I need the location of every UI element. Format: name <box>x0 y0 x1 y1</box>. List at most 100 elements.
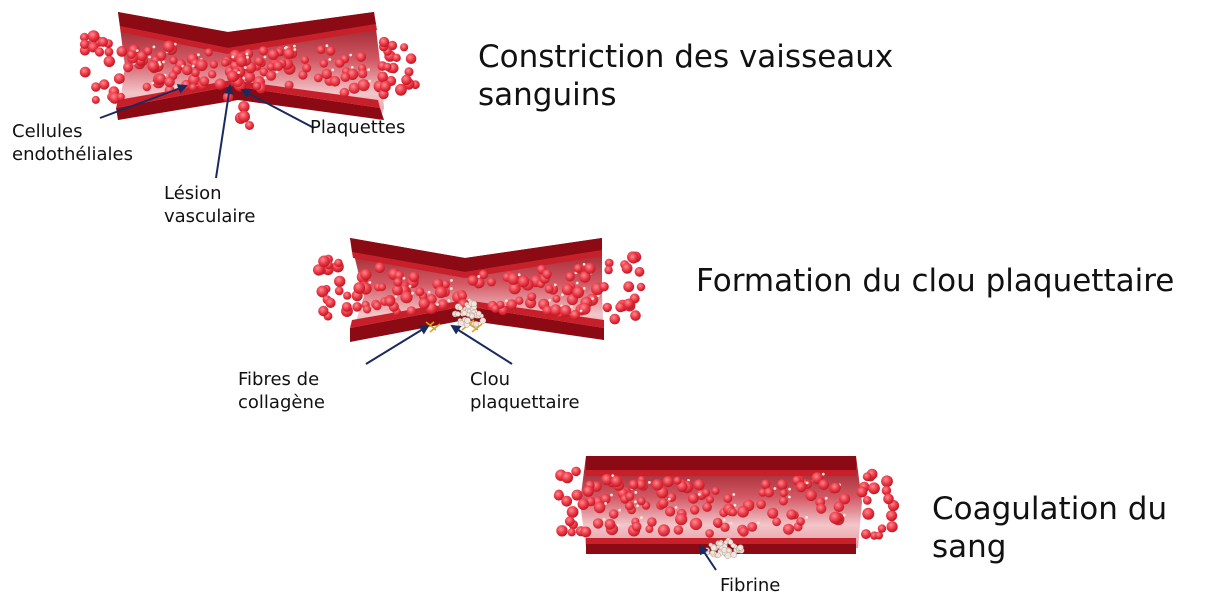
red-blood-cell-icon <box>341 72 351 82</box>
red-blood-cell-icon <box>238 111 250 123</box>
red-blood-cell-icon <box>210 60 218 68</box>
red-blood-cell-icon <box>632 522 642 532</box>
red-blood-cell-icon <box>883 494 894 505</box>
red-blood-cell-icon <box>690 505 699 514</box>
red-blood-cell-icon <box>377 72 388 83</box>
red-blood-cell-icon <box>886 510 897 521</box>
platelet-icon <box>455 312 460 317</box>
red-blood-cell-icon <box>667 493 676 502</box>
red-blood-cell-icon <box>796 517 805 526</box>
platelet-icon <box>825 497 828 500</box>
red-blood-cell-icon <box>88 30 100 42</box>
platelet-icon <box>648 481 651 484</box>
platelet-icon <box>757 522 760 525</box>
red-blood-cell-icon <box>729 508 737 516</box>
platelet-icon <box>326 44 329 47</box>
red-blood-cell-icon <box>565 272 575 282</box>
platelet-icon <box>618 509 621 512</box>
red-blood-cell-icon <box>830 483 841 494</box>
red-blood-cell-icon <box>334 259 342 267</box>
red-blood-cell-icon <box>610 314 621 325</box>
red-blood-cell-icon <box>705 529 714 538</box>
red-blood-cell-icon <box>805 490 816 501</box>
platelet-icon <box>806 482 809 485</box>
red-blood-cell-icon <box>415 287 424 296</box>
platelet-icon <box>732 493 735 496</box>
red-blood-cell-icon <box>550 304 562 316</box>
platelet-icon <box>237 71 240 74</box>
red-blood-cell-icon <box>406 53 417 64</box>
label-platelet-plug: Clou plaquettaire <box>470 368 580 414</box>
red-blood-cell-icon <box>268 49 279 60</box>
platelet-icon <box>436 303 439 306</box>
red-blood-cell-icon <box>560 305 571 316</box>
red-blood-cell-icon <box>353 282 365 294</box>
red-blood-cell-icon <box>199 76 209 86</box>
platelet-icon <box>548 299 551 302</box>
red-blood-cell-icon <box>340 88 350 98</box>
red-blood-cell-icon <box>625 492 634 501</box>
red-blood-cell-icon <box>568 528 576 536</box>
platelet-icon <box>640 516 643 519</box>
red-blood-cell-icon <box>723 494 732 503</box>
platelet-icon <box>231 56 234 59</box>
red-blood-cell-icon <box>401 75 411 85</box>
platelet-icon <box>197 53 200 56</box>
red-blood-cell-icon <box>579 303 591 315</box>
platelet-icon <box>570 305 573 308</box>
platelet-icon <box>788 496 791 499</box>
platelet-icon <box>728 540 733 545</box>
red-blood-cell-icon <box>674 525 684 535</box>
platelet-icon <box>450 287 453 290</box>
red-blood-cell-icon <box>468 275 479 286</box>
red-blood-cell-icon <box>887 521 898 532</box>
red-blood-cell-icon <box>881 475 893 487</box>
platelet-icon <box>636 505 639 508</box>
platelet-icon <box>518 273 521 276</box>
red-blood-cell-icon <box>739 527 749 537</box>
platelet-icon <box>331 69 334 72</box>
platelet-icon <box>561 293 564 296</box>
platelet-icon <box>734 504 737 507</box>
red-blood-cell-icon <box>622 263 633 274</box>
red-blood-cell-icon <box>317 45 326 54</box>
red-blood-cell-icon <box>542 269 552 279</box>
red-blood-cell-icon <box>419 298 430 309</box>
red-blood-cell-icon <box>796 482 807 493</box>
red-blood-cell-icon <box>580 527 591 538</box>
platelet-icon <box>284 47 287 50</box>
red-blood-cell-icon <box>320 59 328 67</box>
red-blood-cell-icon <box>314 74 323 83</box>
red-blood-cell-icon <box>245 121 254 130</box>
label-endothelial-cells: Cellules endothéliales <box>12 120 133 166</box>
red-blood-cell-icon <box>352 302 362 312</box>
red-blood-cell-icon <box>594 502 606 514</box>
platelet-icon <box>805 516 808 519</box>
platelet-icon <box>158 61 161 64</box>
platelet-icon <box>583 287 586 290</box>
red-blood-cell-icon <box>400 291 412 303</box>
red-blood-cell-icon <box>658 498 668 508</box>
platelet-icon <box>788 488 791 491</box>
red-blood-cell-icon <box>236 56 247 67</box>
red-blood-cell-icon <box>603 303 612 312</box>
platelet-icon <box>153 46 156 49</box>
red-blood-cell-icon <box>562 284 574 296</box>
platelet-icon <box>718 541 723 546</box>
red-blood-cell-icon <box>358 79 370 91</box>
platelet-icon <box>192 65 195 68</box>
red-blood-cell-icon <box>605 519 616 530</box>
red-blood-cell-icon <box>601 474 612 485</box>
red-blood-cell-icon <box>80 67 91 78</box>
red-blood-cell-icon <box>164 77 175 88</box>
red-blood-cell-icon <box>104 56 115 67</box>
platelet-icon <box>174 85 177 88</box>
red-blood-cell-icon <box>690 518 702 530</box>
platelet-icon <box>724 540 728 544</box>
red-blood-cell-icon <box>227 71 238 82</box>
red-blood-cell-icon <box>254 56 264 66</box>
red-blood-cell-icon <box>144 47 153 56</box>
red-blood-cell-icon <box>552 295 560 303</box>
red-blood-cell-icon <box>702 489 710 497</box>
platelet-icon <box>580 310 583 313</box>
